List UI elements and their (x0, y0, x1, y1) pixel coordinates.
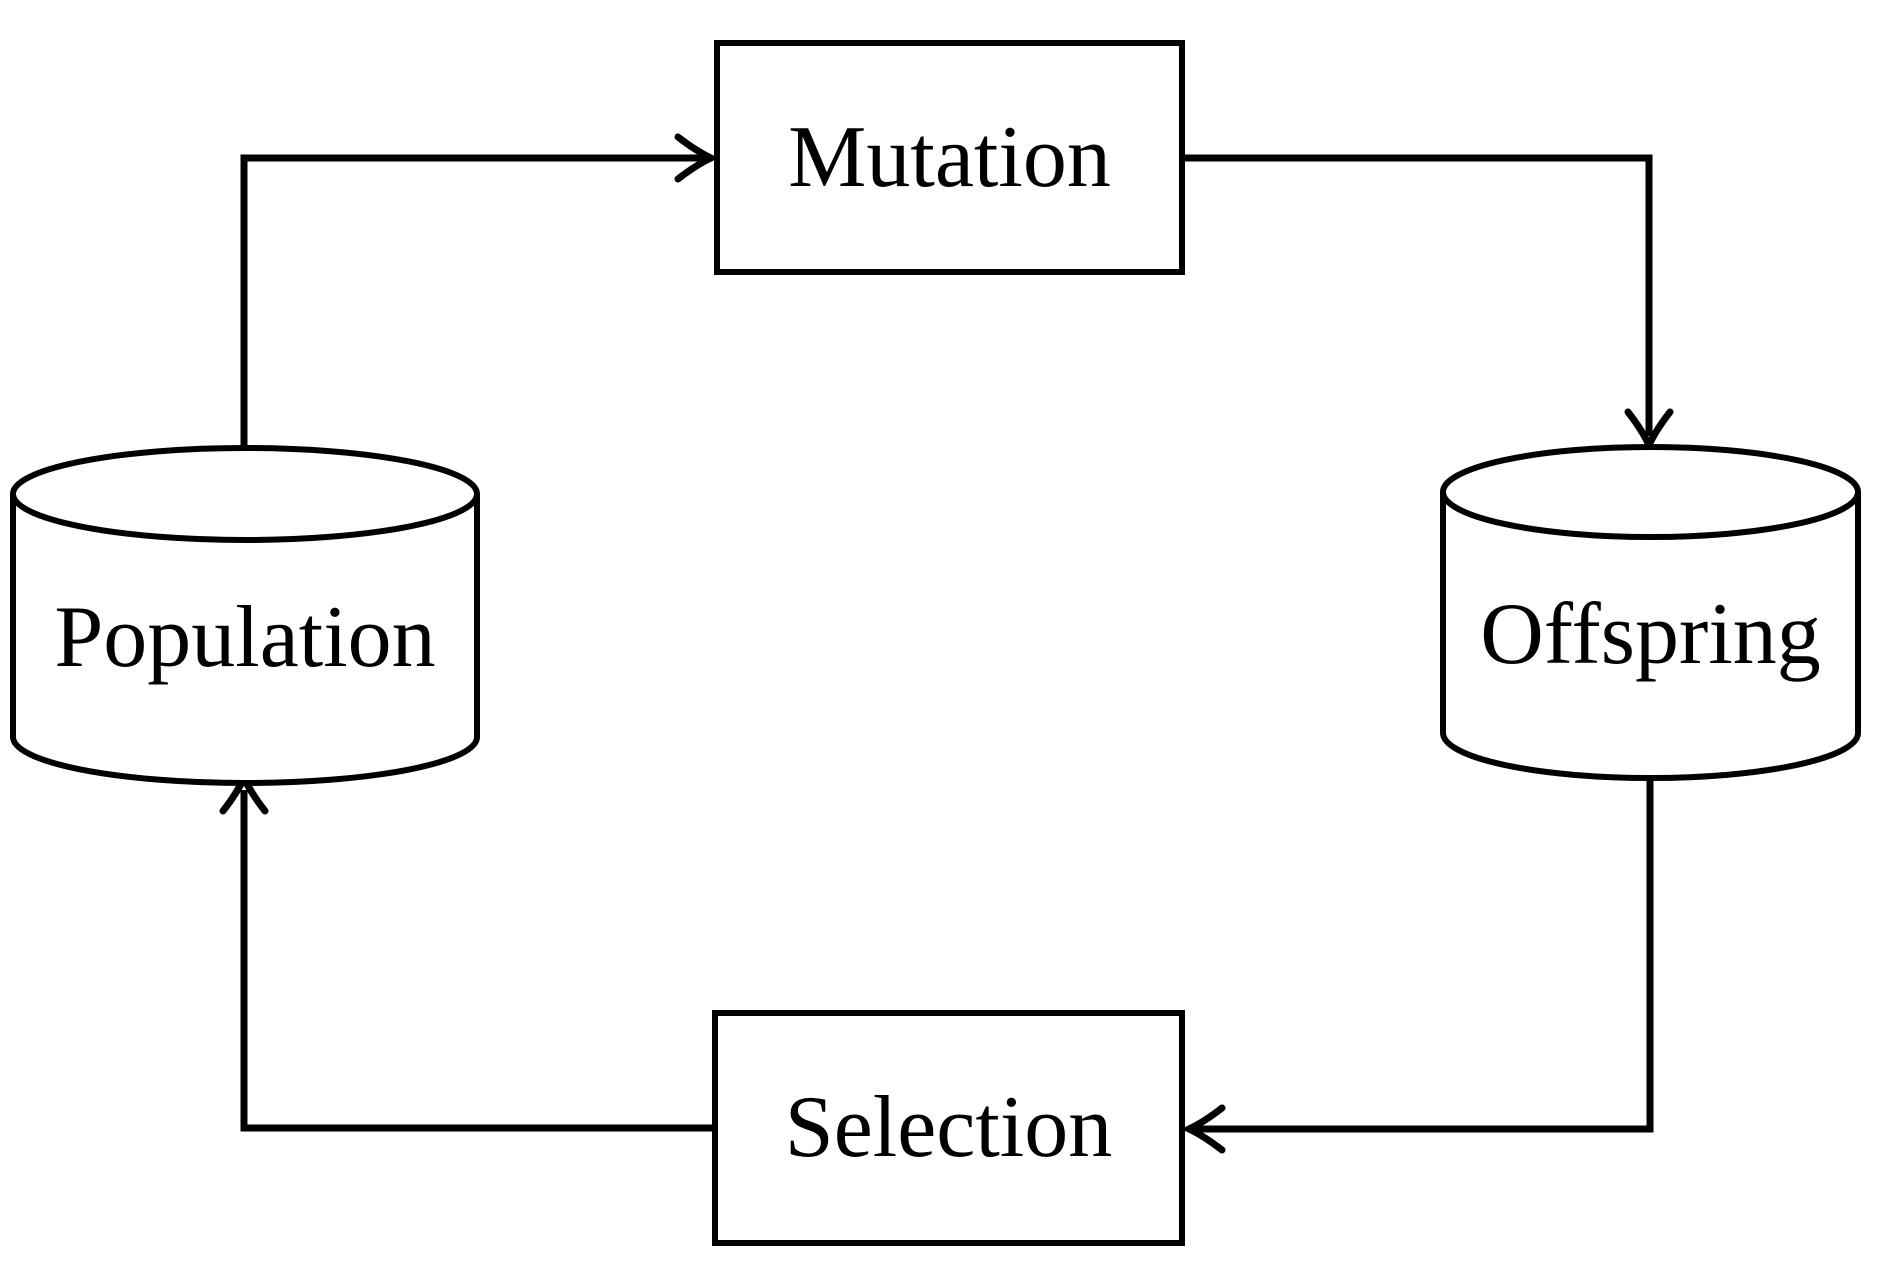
edge-mutation-to-offspring (1185, 154, 1674, 454)
offspring-cylinder-top (1440, 444, 1861, 540)
arrowhead-left-icon (1180, 1104, 1226, 1154)
node-population (10, 445, 480, 786)
population-cylinder-body (10, 494, 480, 786)
mutation-label: Mutation (788, 108, 1111, 206)
node-mutation: Mutation (714, 40, 1185, 275)
node-selection: Selection (712, 1010, 1185, 1246)
offspring-cylinder-body (1440, 492, 1861, 781)
edge-offspring-to-selection (1180, 776, 1654, 1154)
node-offspring (1440, 444, 1861, 781)
population-cylinder-top (10, 445, 480, 543)
edge-population-to-mutation (240, 133, 720, 452)
arrowhead-right-icon (674, 133, 720, 183)
selection-label: Selection (784, 1079, 1113, 1176)
edge-selection-to-population (219, 769, 712, 1132)
